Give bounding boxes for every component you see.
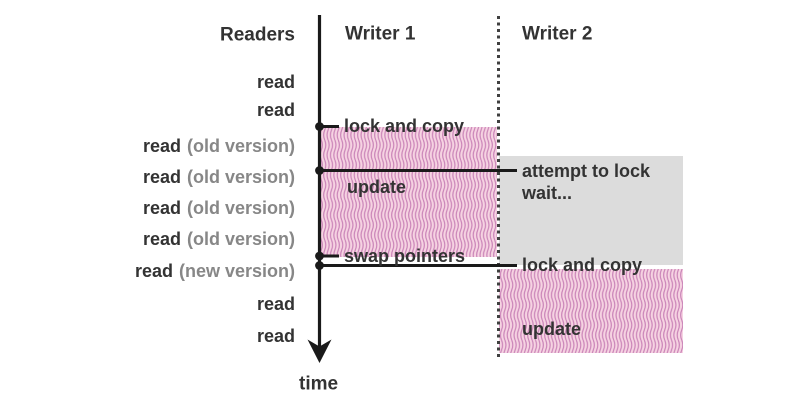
- writer2-wait-label: wait...: [522, 183, 573, 203]
- read-version-label: (old version): [186, 198, 295, 218]
- writer1-swap-pointers-label: swap pointers: [344, 246, 466, 266]
- read-version-label: (old version): [186, 167, 295, 187]
- reader-event-row: read(old version): [143, 137, 295, 155]
- read-label: read: [142, 136, 181, 156]
- writer1-critical-section-area: [321, 127, 497, 257]
- reader-event-row: read: [257, 73, 295, 91]
- time-arrowhead-icon: [307, 339, 332, 363]
- writer1-column-header: Writer 1: [345, 23, 416, 45]
- read-label: read: [256, 72, 295, 92]
- read-label: read: [256, 326, 295, 346]
- reader-event-row: read(old version): [143, 168, 295, 186]
- event-dot-attempt-to-lock-w2: [315, 166, 324, 175]
- read-label: read: [142, 198, 181, 218]
- writer2-update-label: update: [522, 319, 582, 339]
- reader-event-row: read: [257, 101, 295, 119]
- reader-event-row: read(old version): [143, 199, 295, 217]
- writer1-lock-and-copy-label: lock and copy: [344, 116, 465, 136]
- writer2-wait-area: [499, 156, 683, 265]
- read-label: read: [142, 229, 181, 249]
- reader-event-row: read: [257, 327, 295, 345]
- reader-event-row: read(old version): [143, 230, 295, 248]
- readers-column-header: Readers: [220, 24, 295, 46]
- writer1-update-label: update: [347, 177, 407, 197]
- writer2-column-header: Writer 2: [522, 23, 593, 45]
- writer2-critical-section-area: [499, 269, 683, 353]
- read-version-label: (old version): [186, 229, 295, 249]
- read-version-label: (new version): [178, 261, 295, 281]
- time-axis-label: time: [299, 373, 339, 395]
- writer2-lock-and-copy-label: lock and copy: [522, 255, 643, 275]
- event-dot-swap-pointers-w1: [315, 251, 324, 261]
- read-label: read: [142, 167, 181, 187]
- read-version-label: (old version): [186, 136, 295, 156]
- event-dot-lock-and-copy-w1: [315, 122, 324, 131]
- reader-event-row: read(new version): [135, 262, 295, 280]
- reader-event-row: read: [257, 295, 295, 313]
- read-label: read: [256, 100, 295, 120]
- read-label: read: [256, 294, 295, 314]
- writer2-attempt-to-lock-label: attempt to lock: [522, 161, 651, 181]
- read-label: read: [134, 261, 173, 281]
- event-dot-lock-and-copy-w2: [315, 261, 324, 270]
